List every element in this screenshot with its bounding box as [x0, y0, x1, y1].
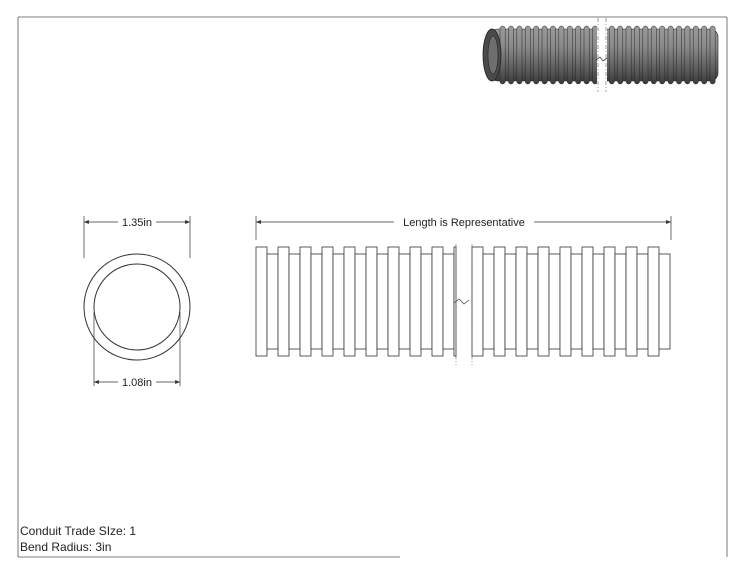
- drawing-frame: [17, 16, 728, 558]
- preview-rib: [667, 25, 674, 85]
- conduit-rib: [365, 246, 378, 357]
- preview-rib: [625, 25, 632, 85]
- conduit-valley: [504, 253, 517, 350]
- conduit-rib: [387, 246, 400, 357]
- bend-radius-note: Bend Radius: 3in: [20, 540, 112, 554]
- conduit-valley: [266, 253, 279, 350]
- preview-rib: [566, 25, 573, 85]
- conduit-rib: [493, 246, 506, 357]
- preview-rib: [533, 25, 540, 85]
- conduit-rib: [537, 246, 550, 357]
- conduit-valley: [526, 253, 539, 350]
- conduit-rib: [277, 246, 290, 357]
- preview-rib: [558, 25, 565, 85]
- preview-rib: [684, 25, 691, 85]
- preview-rib: [709, 25, 716, 85]
- preview-rib: [634, 25, 640, 85]
- preview-rib: [541, 25, 548, 85]
- conduit-valley: [354, 253, 367, 350]
- conduit-rib: [343, 246, 356, 357]
- break-symbol-icon: [595, 56, 608, 62]
- conduit-rib: [515, 246, 528, 357]
- conduit-rib: [299, 246, 312, 357]
- preview-rib: [524, 25, 531, 85]
- preview-rib: [583, 25, 590, 85]
- side-view-ribs: [255, 246, 671, 357]
- preview-break-gap: [597, 18, 607, 92]
- conduit-rib: [603, 246, 616, 357]
- preview-end-inner: [487, 35, 499, 75]
- length-label: Length is Representative: [403, 217, 525, 229]
- conduit-rib: [625, 246, 638, 357]
- conduit-valley: [592, 253, 605, 350]
- conduit-valley: [310, 253, 323, 350]
- inner-diameter-label: 1.08in: [122, 377, 152, 389]
- conduit-valley: [548, 253, 561, 350]
- conduit-rib: [431, 246, 444, 357]
- conduit-rib: [559, 246, 572, 357]
- end-view: 1.35in 1.08in: [83, 216, 191, 389]
- break-symbol-icon: [453, 298, 470, 305]
- conduit-valley: [614, 253, 627, 350]
- preview-rib: [575, 25, 582, 85]
- conduit-inner-circle: [93, 263, 181, 351]
- conduit-valley: [420, 253, 433, 350]
- preview-rib: [516, 25, 523, 85]
- conduit-valley: [288, 253, 301, 350]
- conduit-rib: [471, 246, 484, 357]
- conduit-valley: [658, 253, 671, 350]
- preview-rib: [550, 25, 556, 85]
- conduit-outer-circle: [83, 253, 191, 361]
- conduit-valley: [442, 253, 455, 350]
- side-view: Length is Representative: [255, 216, 672, 365]
- preview-rib: [692, 25, 699, 85]
- preview-rib: [701, 25, 708, 85]
- conduit-valley: [332, 253, 345, 350]
- preview-rib: [659, 25, 666, 85]
- conduit-rib: [409, 246, 422, 357]
- conduit-valley: [376, 253, 389, 350]
- trade-size-note: Conduit Trade SIze: 1: [20, 524, 137, 538]
- preview-rib: [676, 25, 682, 85]
- conduit-3d-preview: [482, 18, 719, 92]
- conduit-valley: [482, 253, 495, 350]
- preview-rib: [642, 25, 649, 85]
- outer-diameter-label: 1.35in: [122, 217, 152, 229]
- conduit-rib: [255, 246, 268, 357]
- preview-rib: [650, 25, 657, 85]
- preview-rib: [508, 25, 514, 85]
- conduit-rib: [321, 246, 334, 357]
- conduit-valley: [570, 253, 583, 350]
- conduit-rib: [647, 246, 660, 357]
- preview-rib: [592, 25, 598, 85]
- conduit-valley: [636, 253, 649, 350]
- preview-rib: [608, 25, 615, 85]
- conduit-valley: [398, 253, 411, 350]
- preview-rib: [617, 25, 624, 85]
- conduit-rib: [581, 246, 594, 357]
